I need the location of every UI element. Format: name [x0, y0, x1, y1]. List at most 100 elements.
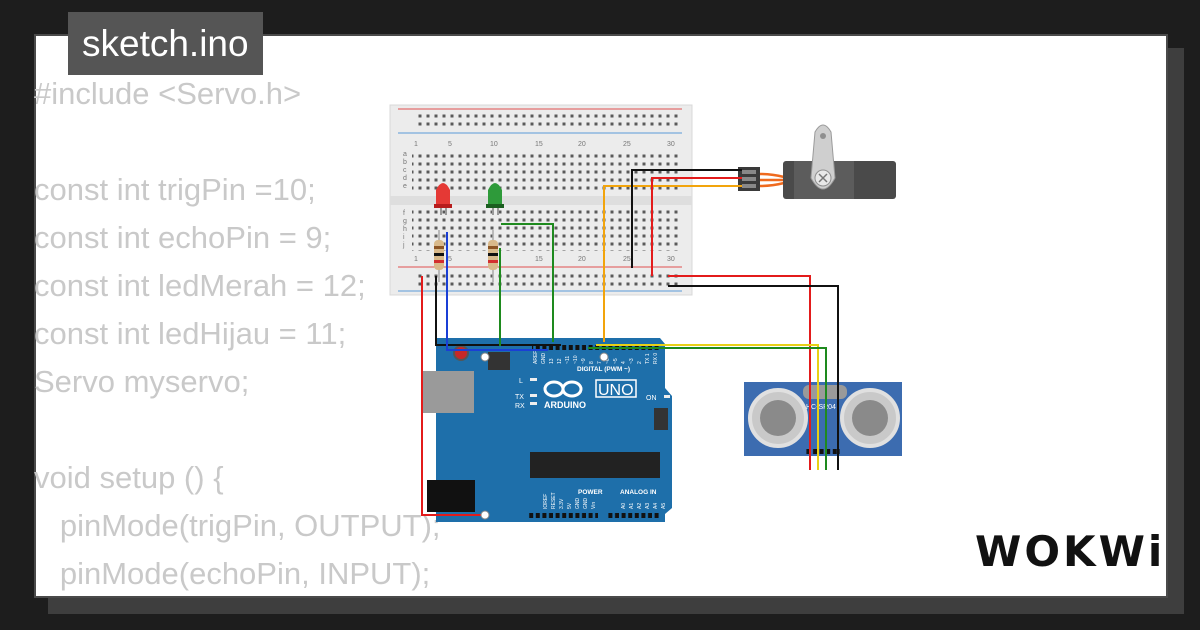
wire-red-servo	[651, 177, 742, 276]
digital-pin-label: ~5	[613, 358, 619, 364]
rx-led-label: RX	[515, 403, 525, 410]
breadboard-row-label: j	[402, 242, 405, 249]
digital-pin-label: 7	[597, 361, 603, 364]
analog-header-label: ANALOG IN	[620, 489, 657, 496]
power-pin-label: GND	[583, 498, 589, 510]
breadboard-row-label: h	[403, 226, 407, 233]
breadboard-row-label: f	[403, 210, 405, 217]
digital-header-label: DIGITAL (PWM ~)	[577, 366, 630, 373]
breadboard-column-label: 1	[414, 141, 418, 148]
power-pin-label: 3.3V	[559, 498, 565, 509]
l-led-label: L	[519, 378, 523, 385]
power-pin-label: RESET	[551, 492, 557, 509]
digital-pin-label: AREF	[533, 351, 539, 364]
wires	[421, 169, 839, 516]
analog-pin-label: A0	[621, 503, 627, 509]
breadboard-row-label: g	[403, 218, 407, 225]
wire-black-sensor	[668, 285, 839, 470]
breadboard-column-label: 25	[623, 256, 631, 263]
breadboard-row-label: b	[403, 159, 407, 166]
breadboard-column-label: 20	[578, 141, 586, 148]
wire-orange-signal	[603, 185, 742, 342]
wire-black-ground	[435, 276, 561, 346]
breadboard-row-label: i	[403, 234, 405, 241]
breadboard-row-label: e	[403, 183, 407, 190]
digital-pin-label: 12	[557, 358, 563, 364]
code-line: const int echoPin = 9;	[34, 220, 332, 255]
breadboard-column-label: 5	[448, 141, 452, 148]
digital-pin-label: 13	[549, 358, 555, 364]
code-line: pinMode(trigPin, OUTPUT);	[34, 508, 441, 543]
wire-red-power	[421, 276, 485, 516]
board-brand-label: ARDUINO	[544, 400, 586, 410]
breadboard-column-label: 30	[667, 141, 675, 148]
resistor-icon	[488, 230, 498, 282]
code-preview: #include <Servo.h> const int trigPin =10…	[34, 70, 441, 598]
on-led-label: ON	[646, 395, 657, 402]
tx-led-label: TX	[515, 394, 524, 401]
wire-blue-led	[446, 232, 548, 351]
wire-red-sensor	[668, 275, 811, 470]
breadboard-column-label: 20	[578, 256, 586, 263]
breadboard-column-label: 1	[414, 256, 418, 263]
power-header	[528, 511, 598, 519]
analog-pin-label: A3	[645, 503, 651, 509]
arduino-uno-board: UNO ARDUINO ON L TX RX DIGITAL (PWM ~) P…	[422, 338, 672, 522]
code-line: void setup () {	[34, 460, 224, 495]
wire-yellow-trig	[596, 344, 819, 470]
power-header-label: POWER	[578, 489, 603, 496]
resistor-icon	[434, 230, 444, 282]
digital-pin-label: 2	[637, 361, 643, 364]
analog-pin-label: A5	[661, 503, 667, 509]
analog-pin-label: A4	[653, 503, 659, 509]
digital-pin-label: ~10	[573, 355, 579, 364]
wire-green-echo	[588, 347, 827, 470]
digital-pin-label: ~11	[565, 356, 571, 364]
digital-pin-label: RX 0	[653, 353, 659, 364]
file-tab: sketch.ino	[68, 12, 263, 75]
breadboard-column-label: 15	[535, 256, 543, 263]
digital-pin-label: ~9	[581, 358, 587, 364]
code-line: #include <Servo.h>	[34, 76, 302, 111]
board-model-label: UNO	[598, 382, 634, 399]
code-line: const int trigPin =10;	[34, 172, 316, 207]
power-pin-label: Vin	[591, 502, 597, 509]
code-line: const int ledMerah = 12;	[34, 268, 366, 303]
wire-green-led	[501, 223, 554, 342]
power-pin-label: IOREF	[543, 494, 549, 509]
digital-pin-label: 4	[621, 361, 627, 364]
breadboard-column-label: 30	[667, 256, 675, 263]
breadboard-column-label: 5	[448, 256, 452, 263]
sensor-label: HC-SR04	[806, 404, 836, 411]
analog-pin-label: A1	[629, 503, 635, 509]
digital-pin-label: TX 1	[645, 353, 651, 364]
analog-header	[608, 511, 660, 519]
breadboard-row-label: a	[403, 151, 407, 158]
breadboard-row-label: c	[403, 167, 407, 174]
ultrasonic-sensor-icon: HC-SR04	[744, 382, 902, 456]
wire-black-servo	[631, 169, 742, 268]
digital-pin-label: GND	[541, 353, 547, 365]
breadboard-row-label: d	[403, 175, 407, 182]
reset-button[interactable]	[453, 345, 469, 361]
wokwi-logo: WOKWi	[975, 527, 1166, 576]
code-line: pinMode(echoPin, INPUT);	[34, 556, 431, 591]
green-led-icon	[486, 183, 504, 215]
breadboard-column-label: 25	[623, 141, 631, 148]
breadboard-column-label: 10	[490, 141, 498, 148]
code-line: Servo myservo;	[34, 364, 250, 399]
digital-pin-label: ~3	[629, 358, 635, 364]
power-pin-label: GND	[575, 498, 581, 510]
usb-connector	[422, 371, 474, 413]
digital-pin-label: 8	[589, 361, 595, 364]
code-line: const int ledHijau = 11;	[34, 316, 347, 351]
power-jack	[427, 480, 475, 512]
file-name: sketch.ino	[82, 23, 249, 64]
servo-motor-icon	[738, 124, 896, 199]
power-pin-label: 5V	[567, 502, 573, 509]
analog-pin-label: A2	[637, 503, 643, 509]
microcontroller-chip	[530, 452, 660, 478]
digital-pin-label: ~6	[605, 358, 611, 364]
arduino-infinity-logo-icon	[543, 380, 583, 398]
